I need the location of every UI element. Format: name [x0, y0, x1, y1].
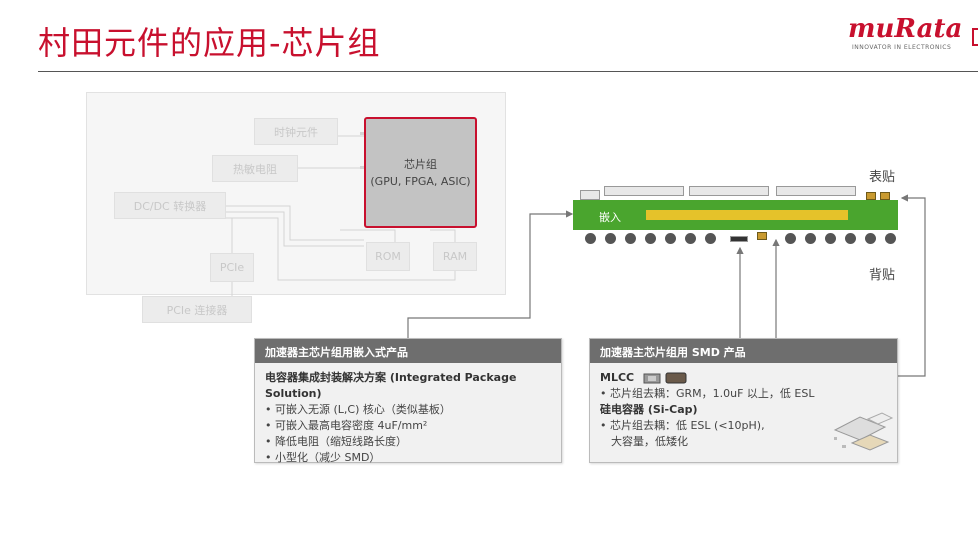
mlcc-chip-icon	[643, 372, 687, 384]
dcdc-converter: DC/DC 转换器	[114, 192, 226, 219]
solder-ball	[825, 233, 836, 244]
embedded-component-bar	[646, 210, 848, 220]
logo-tagline: INNOVATOR IN ELECTRONICS	[852, 44, 952, 51]
murata-logo: muRata	[848, 14, 963, 44]
solder-ball	[685, 233, 696, 244]
list-item: • 降低电阻（缩短线路长度）	[265, 435, 407, 448]
solder-ball	[785, 233, 796, 244]
list-item: • 可嵌入无源 (L,C) 核心（类似基板）	[265, 403, 451, 416]
embedded-products-card: 加速器主芯片组用嵌入式产品 电容器集成封装解决方案 (Integrated Pa…	[254, 338, 562, 464]
list-item: 大容量，低矮化	[611, 435, 688, 448]
list-item: • 可嵌入最高电容密度 4uF/mm²	[265, 419, 428, 432]
chipset-block: 芯片组 (GPU, FPGA, ASIC)	[364, 117, 477, 228]
rom-block: ROM	[366, 242, 410, 271]
top-package	[689, 186, 769, 196]
solder-ball	[805, 233, 816, 244]
top-package	[604, 186, 684, 196]
page-title: 村田元件的应用-芯片组	[38, 24, 381, 62]
solder-ball	[605, 233, 616, 244]
solder-ball	[845, 233, 856, 244]
solder-ball	[585, 233, 596, 244]
corner-bracket	[972, 28, 978, 46]
top-smd-capacitor	[866, 192, 876, 200]
card-header: 加速器主芯片组用嵌入式产品	[255, 339, 561, 363]
card-heading: 电容器集成封装解决方案 (Integrated Package Solution…	[265, 371, 517, 400]
solder-ball	[865, 233, 876, 244]
top-package	[776, 186, 856, 196]
solder-ball	[665, 233, 676, 244]
pcie-block: PCIe	[210, 253, 254, 282]
card-header: 加速器主芯片组用 SMD 产品	[590, 339, 897, 363]
thermistor: 热敏电阻	[212, 155, 298, 182]
ram-block: RAM	[433, 242, 477, 271]
clock-component: 时钟元件	[254, 118, 338, 145]
smd-products-card: 加速器主芯片组用 SMD 产品 MLCC • 芯片组去耦：GRM，1.0uF 以…	[589, 338, 898, 463]
solder-ball	[625, 233, 636, 244]
bottom-smd-capacitor	[757, 232, 767, 240]
si-cap-chips-icon	[833, 412, 894, 451]
chipset-title: 芯片组	[404, 157, 437, 171]
bottom-mount-label: 背贴	[869, 268, 896, 283]
title-divider	[38, 71, 978, 72]
solder-ball	[645, 233, 656, 244]
chipset-subtitle: (GPU, FPGA, ASIC)	[370, 174, 471, 188]
solder-ball	[705, 233, 716, 244]
pcie-connector: PCIe 连接器	[142, 296, 252, 323]
mlcc-title: MLCC	[600, 371, 635, 384]
list-item: • 小型化（减少 SMD）	[265, 451, 381, 464]
sicap-title: 硅电容器 (Si-Cap)	[600, 403, 698, 416]
bottom-package	[730, 236, 748, 242]
top-mount-label: 表贴	[869, 170, 896, 185]
embed-label: 嵌入	[599, 211, 621, 224]
top-smd-capacitor	[880, 192, 890, 200]
list-item: • 芯片组去耦：低 ESL (<10pH),	[600, 419, 765, 432]
list-item: • 芯片组去耦：GRM，1.0uF 以上，低 ESL	[600, 387, 815, 400]
solder-ball	[885, 233, 896, 244]
top-package	[580, 190, 600, 200]
